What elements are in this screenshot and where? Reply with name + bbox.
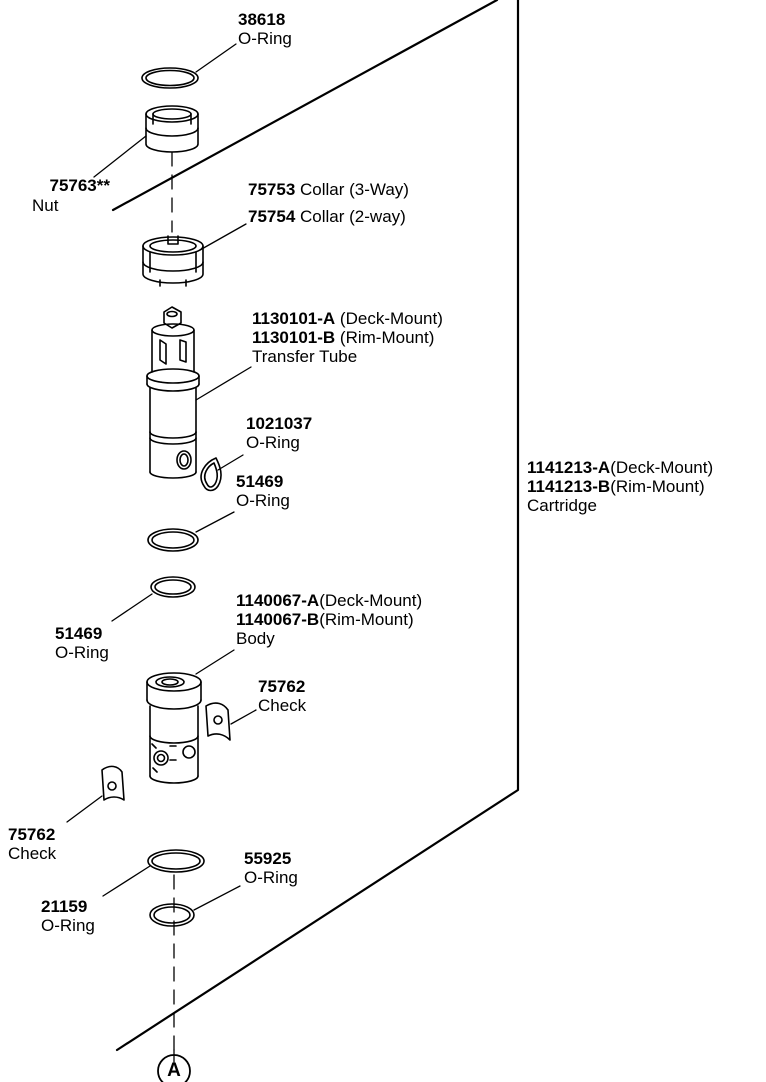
check-left-shape [101, 765, 125, 801]
label-75763-name: Nut [32, 196, 58, 215]
part-name: O-Ring [244, 868, 298, 887]
label-body: 1140067-A(Deck-Mount) 1140067-B(Rim-Moun… [236, 591, 422, 648]
part-number-b: 1141213-B [527, 477, 611, 496]
part-number: 75762 [258, 677, 306, 696]
label-cartridge: 1141213-A(Deck-Mount) 1141213-B(Rim-Moun… [527, 458, 713, 515]
cartridge-boundary [111, 0, 520, 1052]
part-number: 38618 [238, 10, 286, 29]
part-name: Body [236, 629, 275, 648]
part-name: Transfer Tube [252, 347, 358, 366]
o-ring-1021037-shape [200, 457, 222, 492]
part-name: O-Ring [246, 433, 300, 452]
body-shape [146, 672, 202, 784]
label-51469-lower: 51469 O-Ring [55, 624, 109, 662]
variant-a: (Deck-Mount) [610, 458, 714, 477]
o-ring-51469-upper-shape [147, 528, 199, 552]
o-ring-55925-shape [149, 903, 195, 927]
label-75763: 75763** [0, 176, 110, 195]
check-right-shape [205, 702, 231, 741]
part-number: 55925 [244, 849, 292, 868]
part-number: 21159 [41, 897, 88, 916]
collar-shape [142, 235, 204, 287]
variant-b: (Rim-Mount) [339, 328, 435, 347]
label-1021037: 1021037 O-Ring [246, 414, 312, 452]
part-name: Check [8, 844, 57, 863]
part-number: 1021037 [246, 414, 313, 433]
variant-b: (Rim-Mount) [610, 477, 705, 496]
part-number: 75754 [248, 207, 296, 226]
part-name: O-Ring [236, 491, 290, 510]
label-21159: 21159 O-Ring [41, 897, 95, 935]
part-name: O-Ring [55, 643, 109, 662]
part-name: Cartridge [527, 496, 597, 515]
variant-a: (Deck-Mount) [339, 309, 443, 328]
leader-lines [66, 43, 257, 911]
label-transfer-tube: 1130101-A (Deck-Mount) 1130101-B (Rim-Mo… [252, 309, 443, 366]
label-75762-left: 75762 Check [8, 825, 56, 863]
o-ring-38618-shape [141, 67, 199, 89]
variant-b: (Rim-Mount) [319, 610, 414, 629]
label-55925: 55925 O-Ring [244, 849, 298, 887]
o-ring-51469-lower-shape [150, 576, 196, 598]
label-38618: 38618 O-Ring [238, 10, 292, 48]
part-name: O-Ring [238, 29, 292, 48]
nut-shape [145, 105, 199, 153]
reference-marker-label: A [167, 1060, 181, 1081]
variant-a: (Deck-Mount) [319, 591, 423, 610]
part-name: Check [258, 696, 307, 715]
reference-marker-circle [157, 1054, 191, 1082]
part-number-a: 1140067-A [236, 591, 320, 610]
part-name: O-Ring [41, 916, 95, 935]
part-name: Nut [32, 196, 59, 215]
part-number: 75762 [8, 825, 56, 844]
label-51469-upper: 51469 O-Ring [236, 472, 290, 510]
part-number: 51469 [236, 472, 284, 491]
part-number-a: 1141213-A [527, 458, 611, 477]
part-name: Collar (2-way) [300, 207, 406, 226]
label-75754: 75754 Collar (2-way) [248, 207, 406, 226]
part-number-a: 1130101-A [252, 309, 336, 328]
part-number: 51469 [55, 624, 103, 643]
part-number: 75753 [248, 180, 296, 199]
part-number: 75763** [49, 176, 110, 195]
label-75762-right: 75762 Check [258, 677, 306, 715]
o-ring-21159-shape [147, 849, 205, 873]
part-name: Collar (3-Way) [300, 180, 409, 199]
label-75753: 75753 Collar (3-Way) [248, 180, 409, 199]
transfer-tube-shape [146, 306, 200, 479]
part-number-b: 1130101-B [252, 328, 336, 347]
part-number-b: 1140067-B [236, 610, 320, 629]
